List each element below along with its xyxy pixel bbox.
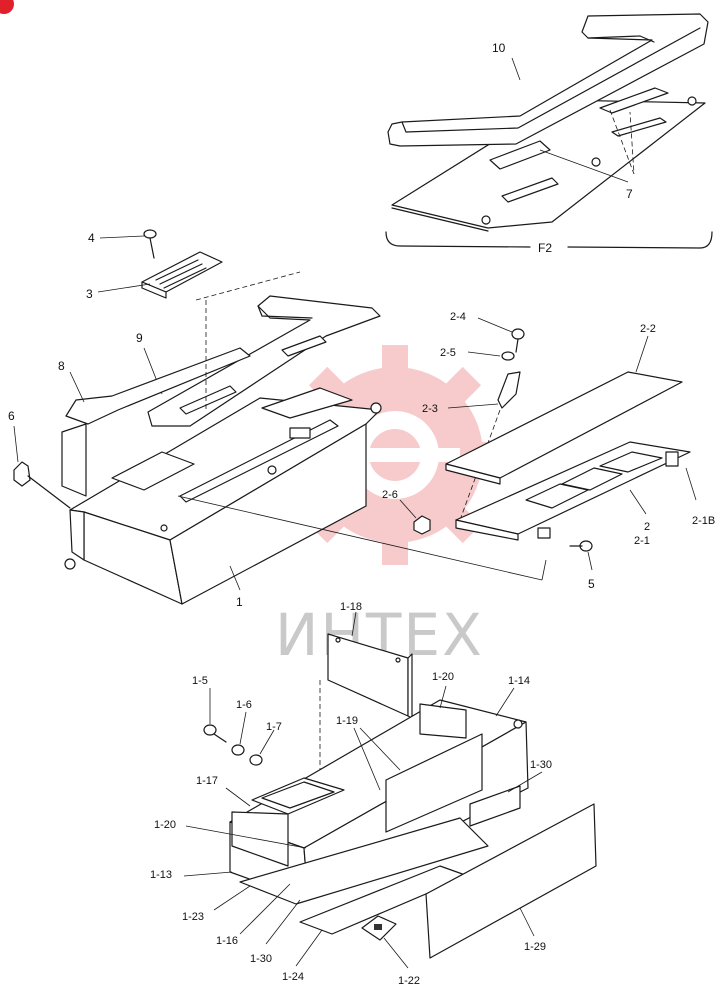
label-7: 7	[626, 187, 633, 201]
label-1-7: 1-7	[266, 721, 282, 733]
f2-slot-2	[611, 117, 667, 137]
label-1-6: 1-6	[236, 699, 252, 711]
label-f2: F2	[538, 241, 552, 255]
label-1-19: 1-19	[336, 715, 358, 727]
assembly-connection-line	[177, 495, 543, 581]
label-1-16: 1-16	[216, 935, 238, 947]
f2-slot-4	[501, 177, 559, 203]
f2-bracket-right	[567, 231, 713, 249]
label-1-20-left: 1-20	[154, 819, 176, 831]
label-2-4: 2-4	[450, 311, 466, 323]
part-5-pin	[569, 540, 593, 571]
label-5: 5	[588, 577, 595, 591]
part-2-2-panel	[445, 335, 683, 485]
label-1-30-bottom: 1-30	[250, 953, 272, 965]
part-10-cover	[387, 13, 709, 147]
label-6: 6	[8, 409, 15, 423]
label-1-30-right: 1-30	[530, 759, 552, 771]
label-3: 3	[86, 287, 93, 301]
part-8-cover	[61, 347, 251, 497]
label-1: 1	[236, 595, 243, 609]
part-1-24-plate	[213, 817, 489, 967]
part-1-14-base-unit	[183, 685, 543, 901]
label-2-5: 2-5	[440, 347, 456, 359]
label-4: 4	[88, 231, 95, 245]
label-2-3: 2-3	[422, 403, 438, 415]
f2-group	[385, 13, 713, 249]
part-9-cover	[143, 295, 381, 427]
part-2-4-screw	[477, 317, 525, 353]
label-2-1b: 2-1B	[692, 515, 715, 527]
part-2-5-washer	[467, 351, 515, 361]
part-3-grille	[97, 251, 223, 299]
part-1-18-plate	[319, 611, 413, 800]
label-1-5: 1-5	[192, 675, 208, 687]
label-1-13: 1-13	[150, 869, 172, 881]
part-4-screw	[99, 229, 157, 259]
label-9: 9	[136, 331, 143, 345]
f2-slot-3	[489, 140, 551, 170]
part-2-6-nut	[399, 499, 431, 535]
label-1-29: 1-29	[524, 941, 546, 953]
f2-bracket-left	[385, 231, 531, 248]
f2-slot-1	[599, 87, 669, 114]
label-1-24: 1-24	[282, 971, 304, 983]
corner-badge	[0, 0, 14, 14]
label-2: 2	[644, 521, 650, 533]
label-1-23: 1-23	[182, 911, 204, 923]
label-2-2: 2-2	[640, 323, 656, 335]
label-2-6: 2-6	[382, 489, 398, 501]
part-2-frame	[455, 441, 697, 541]
part-1-5-screw	[203, 688, 227, 743]
label-1-22: 1-22	[398, 975, 420, 987]
label-2-1: 2-1	[634, 535, 650, 547]
label-8: 8	[58, 359, 65, 373]
label-1-18: 1-18	[340, 601, 362, 613]
part-1-6-washer	[231, 711, 247, 756]
part-1-29-panel	[425, 803, 597, 959]
part-6-foot	[13, 425, 71, 509]
label-1-17: 1-17	[196, 775, 218, 787]
part-1-7-nut	[249, 729, 275, 766]
part-1-22-block	[361, 915, 409, 969]
label-1-20-top: 1-20	[432, 671, 454, 683]
part-1-main-body	[64, 271, 382, 605]
label-10: 10	[492, 41, 506, 55]
label-1-14: 1-14	[508, 675, 530, 687]
